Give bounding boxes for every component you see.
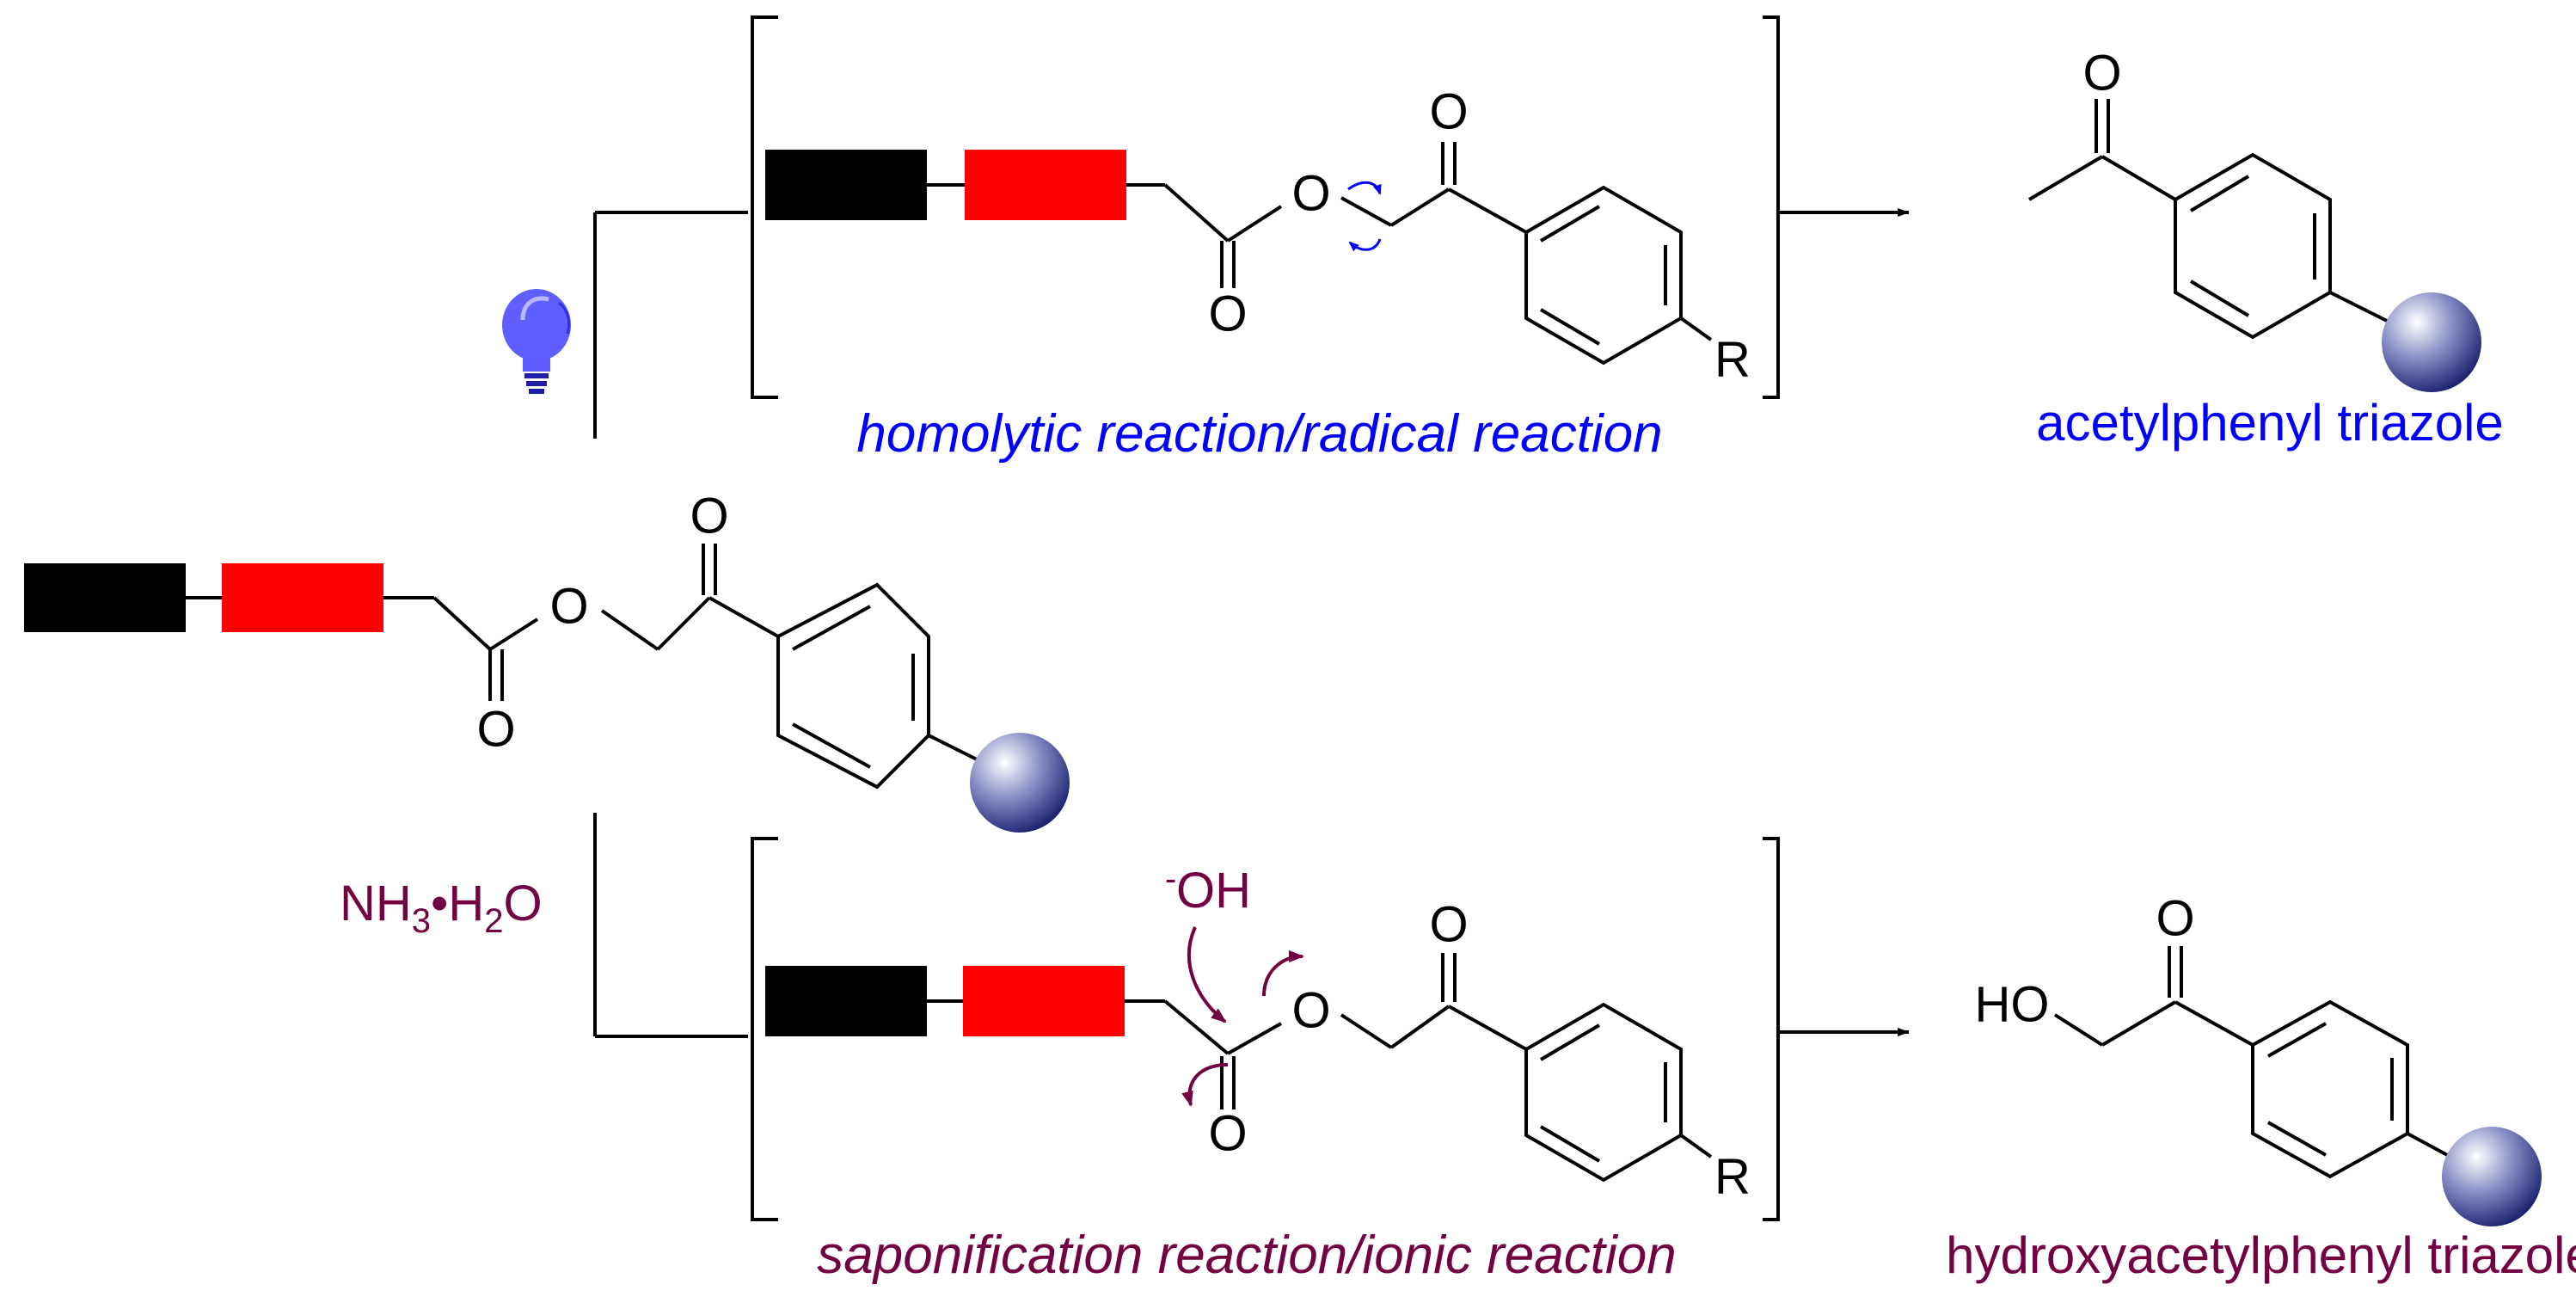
red-block bbox=[222, 563, 383, 632]
light-bulb-icon bbox=[502, 289, 571, 394]
atom-o: O bbox=[2156, 891, 2194, 947]
atom-o: O bbox=[1208, 1106, 1247, 1162]
triazole-sphere bbox=[2442, 1127, 2542, 1226]
atom-o: O bbox=[549, 579, 588, 635]
atom-o: O bbox=[1291, 983, 1330, 1039]
atom-ho: HO bbox=[1975, 977, 2050, 1033]
top-product-label: acetylphenyl triazole bbox=[2036, 394, 2504, 452]
hydroxide-attack-arrow bbox=[1187, 926, 1227, 1023]
top-intermediate bbox=[765, 142, 1713, 366]
bottom-product bbox=[2053, 946, 2451, 1179]
oxygen-arrow bbox=[1181, 1063, 1229, 1107]
red-block bbox=[963, 966, 1125, 1036]
hydroxide-label: OH bbox=[1176, 863, 1251, 919]
black-block bbox=[24, 563, 186, 632]
black-block bbox=[765, 150, 927, 220]
red-block bbox=[965, 150, 1126, 220]
bottom-intermediate bbox=[765, 953, 1713, 1183]
black-block bbox=[765, 966, 927, 1036]
carbonyl-arrow bbox=[1262, 950, 1304, 997]
triazole-sphere bbox=[2382, 292, 2481, 392]
atom-r: R bbox=[1714, 1149, 1751, 1205]
atom-o: O bbox=[1208, 286, 1247, 342]
radical-caption: homolytic reaction/radical reaction bbox=[856, 404, 1662, 464]
atom-o: O bbox=[690, 489, 728, 544]
atom-o: O bbox=[1429, 84, 1468, 140]
radical-arrow-up bbox=[1347, 181, 1382, 195]
starting-material bbox=[24, 544, 981, 790]
ammonia-reagent: NH3•H2O bbox=[340, 876, 543, 940]
triazole-sphere bbox=[970, 733, 1070, 833]
atom-o: O bbox=[1291, 166, 1330, 222]
atom-o: O bbox=[476, 702, 515, 758]
hydroxide-charge: - bbox=[1165, 860, 1176, 898]
atom-o: O bbox=[1429, 897, 1468, 953]
ionic-caption: saponification reaction/ionic reaction bbox=[817, 1226, 1676, 1285]
atom-r: R bbox=[1714, 332, 1751, 388]
atom-o: O bbox=[2082, 46, 2121, 101]
radical-arrow-down bbox=[1348, 238, 1382, 252]
bottom-product-label: hydroxyacetylphenyl triazole bbox=[1946, 1226, 2576, 1284]
top-product bbox=[2027, 99, 2391, 340]
